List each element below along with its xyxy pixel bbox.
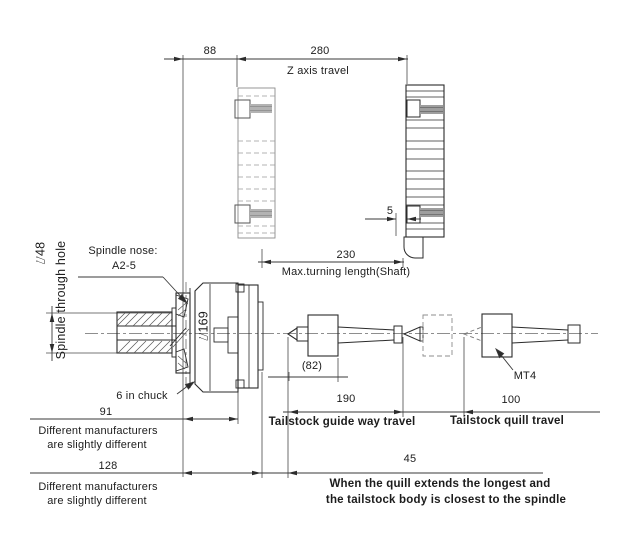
chuck-jaw-stem: [213, 327, 229, 343]
note-manufacturers-1-line2: are slightly different: [47, 439, 147, 451]
label-quill-travel: Tailstock quill travel: [449, 415, 565, 427]
label-taper-mt4: MT4: [513, 370, 537, 382]
extension-lines: [46, 55, 465, 478]
note-quill-line1: When the quill extends the longest and: [329, 478, 551, 490]
dim-5: 5: [386, 205, 394, 217]
label-spindle-nose-line1: Spindle nose:: [88, 245, 158, 257]
center-point-phantom-tip: [402, 326, 421, 342]
tool-shank-right: [420, 105, 443, 217]
note-manufacturers-1-line1: Different manufacturers: [38, 425, 158, 437]
dim-280: 280: [310, 45, 330, 57]
dim-190: 190: [336, 393, 356, 405]
turret-left-position: [234, 87, 276, 239]
dim-91: 91: [99, 406, 113, 418]
label-chuck-size: 6 in chuck: [116, 390, 168, 402]
hatch-top: [116, 312, 173, 327]
dim-230: 230: [336, 249, 356, 261]
note-manufacturers-2-line2: are slightly different: [47, 495, 147, 507]
dead-center-cone: [462, 326, 483, 342]
note-quill-line2: the tailstock body is closest to the spi…: [325, 494, 567, 506]
center-point: [287, 326, 298, 342]
dim-100: 100: [501, 394, 521, 406]
hatch-bottom: [117, 340, 173, 354]
dim-82-reference: (82): [301, 360, 323, 372]
label-spindle-nose-line2: A2-5: [111, 260, 137, 272]
chuck-jaw-face: [257, 301, 264, 371]
tool-shank-left: [250, 104, 272, 218]
dim-45: 45: [403, 453, 417, 465]
chuck-jaw: [227, 316, 239, 354]
spindle: [116, 292, 191, 374]
note-manufacturers-2-line1: Different manufacturers: [38, 481, 158, 493]
dim-spindle-bore: ⌰48: [33, 241, 48, 265]
mt4-center-body: [481, 313, 513, 358]
leader-lines: [78, 276, 514, 395]
tailstock-retracted: [462, 313, 581, 358]
dim-88: 88: [203, 45, 217, 57]
turret-right-position: [403, 84, 445, 259]
dim-chuck-diameter: ⌰169: [196, 311, 211, 341]
dimension-arrows: [49, 56, 473, 476]
tailstock-extended: [287, 314, 453, 357]
label-z-axis-travel: Z axis travel: [287, 65, 349, 77]
phantom-body: [422, 314, 453, 357]
label-max-turning-length: Max.turning length(Shaft): [281, 266, 411, 278]
quill-nose-body: [307, 314, 339, 357]
chuck: [189, 282, 264, 393]
cutoff-tool: [403, 236, 424, 259]
label-spindle-through-hole: Spindle through hole: [54, 240, 68, 360]
label-guide-way-travel: Tailstock guide way travel: [268, 416, 416, 428]
dim-128: 128: [98, 460, 118, 472]
